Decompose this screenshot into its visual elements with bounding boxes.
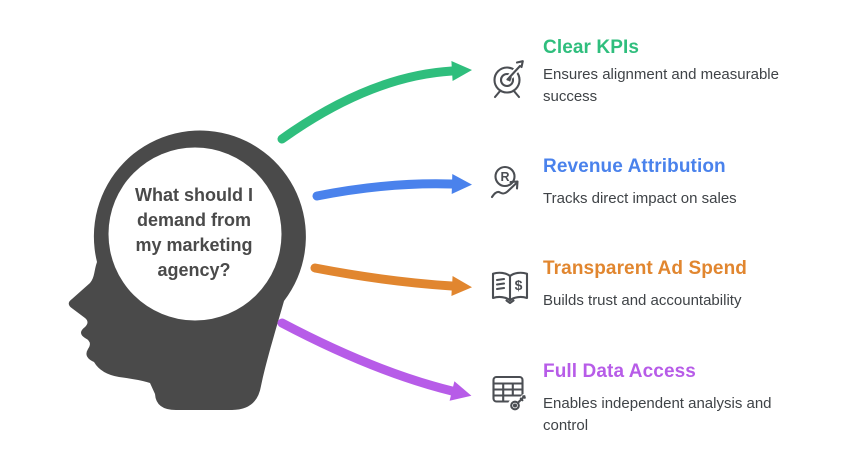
list-item-full-data-access: Full Data Access Enables independent ana…: [488, 361, 799, 436]
list-item-clear-kpis: Clear KPIs Ensures alignment and measura…: [488, 37, 799, 107]
thought-circle: [108, 147, 282, 321]
list-item-revenue-attribution: R Revenue Attribution Tracks direct impa…: [488, 156, 799, 210]
target-arrow-icon: [488, 56, 532, 100]
item-text: Transparent Ad Spend Builds trust and ac…: [543, 258, 799, 312]
item-title: Full Data Access: [543, 361, 696, 382]
arrow-head: [451, 276, 472, 296]
open-book-dollar-icon: $: [488, 266, 532, 310]
arrow-clear-kpis: [277, 61, 472, 144]
arrow-full-data-access: [277, 318, 472, 401]
item-title: Revenue Attribution: [543, 156, 726, 177]
revenue-growth-icon: R: [488, 163, 532, 207]
arrow-revenue-attribution: [312, 174, 472, 201]
item-text: Revenue Attribution Tracks direct impact…: [543, 156, 799, 210]
item-text: Full Data Access Enables independent ana…: [543, 361, 799, 436]
arrow-shaft: [310, 263, 457, 291]
item-title: Transparent Ad Spend: [543, 258, 747, 279]
question-text: What should I demand from my marketing a…: [135, 185, 253, 280]
item-title: Clear KPIs: [543, 37, 640, 58]
item-description: Builds trust and accountability: [543, 292, 742, 309]
data-table-key-icon: [488, 370, 532, 414]
item-description: Enables independent analysis and control: [543, 395, 772, 434]
arrow-shaft: [277, 66, 457, 144]
svg-text:R: R: [500, 170, 509, 184]
item-text: Clear KPIs Ensures alignment and measura…: [543, 37, 799, 107]
arrow-head: [451, 174, 472, 194]
arrow-transparent-ad-spend: [310, 263, 472, 296]
list-item-transparent-ad-spend: $ Transparent Ad Spend Builds trust and …: [488, 258, 799, 312]
arrow-shaft: [277, 318, 457, 396]
arrow-head: [449, 381, 472, 401]
svg-text:$: $: [515, 277, 523, 293]
item-description: Ensures alignment and measurable success: [543, 66, 779, 105]
arrow-shaft: [312, 179, 457, 201]
arrow-head: [451, 61, 472, 81]
item-description: Tracks direct impact on sales: [543, 190, 737, 207]
